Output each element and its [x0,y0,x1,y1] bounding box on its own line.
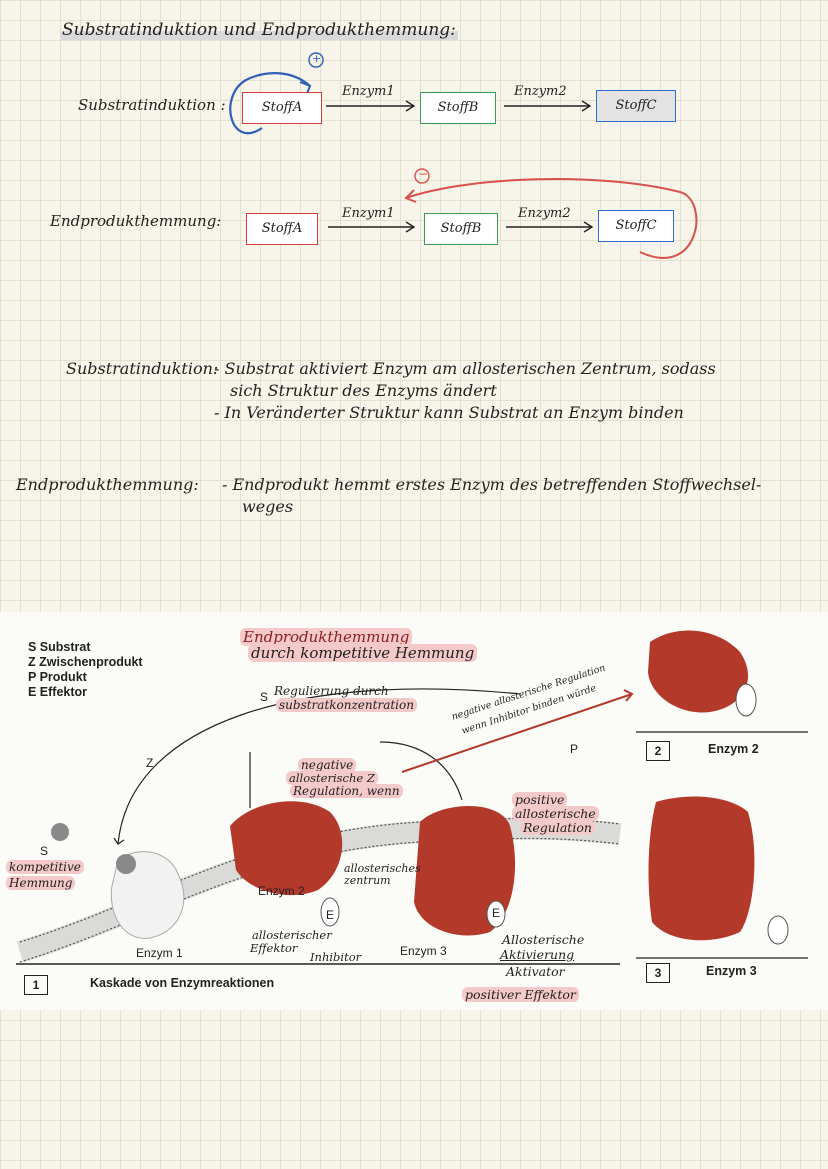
minus-circle [414,168,430,184]
note-eh-label: Endprodukthemmung: [16,475,199,494]
ann-pos3: Regulation [520,820,595,835]
ann-end1: Endprodukthemmung [240,628,413,646]
panel2-number: 2 [646,740,670,761]
figure-caption: Kaskade von Enzymreaktionen [90,976,275,990]
note-si-label: Substratinduktion: [66,359,219,378]
page-title: Substratinduktion und Endprodukthemmung: [60,20,458,40]
ann-inhibitor: Inhibitor [310,950,362,964]
membrane-bottom [19,837,621,963]
minus-sign: − [418,167,429,181]
page-title-text: Substratinduktion und Endprodukthemmung: [60,20,458,40]
plus-sign: + [312,52,322,65]
flow2-label: Endprodukthemmung: [50,212,222,230]
ann-allo-zentrum1: allosterisches [344,862,421,875]
note-si-line3: - In Veränderter Struktur kann Substrat … [214,403,684,422]
lbl-enzym3: Enzym 3 [400,944,447,958]
ann-akt1: Allosterische [502,932,585,947]
ann-end2: durch kompetitive Hemmung [248,644,478,662]
ann-komp1: kompetitive [6,860,84,874]
flow1-label: Substratinduktion : [78,96,226,114]
substrate-ball [51,823,69,841]
effector-side3 [767,915,789,945]
ann-pos1: positive [512,792,568,807]
ann-neg2: allosterische Z [286,771,378,785]
red-arrow [401,693,633,773]
flow-arrows [229,52,698,259]
side-enzym2: Enzym 2 [708,742,759,756]
flow1-stoff-a: StoffA [242,92,322,124]
flow1-stoff-c: StoffC [596,90,676,122]
ann-akt3: Aktivator [506,964,565,979]
enzyme2-shape [230,801,343,896]
feedback-arrow-long [117,688,521,845]
ann-allo-eff1: allosterischer [252,928,332,942]
ann-reg1: Regulierung durch [274,684,389,698]
flow2-stoff-c: StoffC [598,210,674,242]
legend-s: S Substrat [28,640,91,654]
lbl-enzym1: Enzym 1 [136,946,183,960]
legend-e: E Effektor [28,685,88,699]
flow2-enzym2: Enzym2 [518,206,571,221]
legend-z: Z Zwischenprodukt [28,655,143,669]
ann-neg3: Regulation, wenn [290,784,403,798]
ann-akt4: positiver Effektor [462,987,579,1002]
inhibitor-shape [320,897,340,927]
note-eh-line2: weges [242,497,294,516]
enzyme2-side-shape [648,630,749,713]
lbl-p: P [570,742,579,756]
flow2-stoff-a: StoffA [246,213,318,245]
ann-pos2: allosterische [512,806,599,821]
lbl-z1: Z [146,756,154,770]
panel1-number: 1 [24,974,48,995]
ann-allo-eff2: Effektor [250,941,298,955]
lbl-e-akt: E [492,906,501,920]
legend-p: P Produkt [28,670,87,684]
ann-neg1: negative [298,758,357,772]
panel3-number: 3 [646,962,670,983]
note-si-line1: - Substrat aktiviert Enzym am allosteris… [214,359,716,378]
lbl-e-inhib: E [326,908,335,922]
note-si-line2: sich Struktur des Enzyms ändert [230,381,497,400]
ann-allo-zentrum2: zentrum [344,874,391,887]
note-eh-line1: - Endprodukt hemmt erstes Enzym des betr… [222,475,762,494]
induction-loop [229,72,311,135]
flow2-enzym1: Enzym1 [342,206,395,221]
enzyme3-shape [414,806,516,936]
flow1-enzym2: Enzym2 [514,84,567,99]
flow1-enzym1: Enzym1 [342,84,395,99]
lbl-s1b: S [260,690,269,704]
side-enzym3: Enzym 3 [706,964,757,978]
ann-komp2: Hemmung [6,876,76,890]
flow2-stoff-b: StoffB [424,213,498,245]
inhibition-loop [405,178,698,259]
figure-illustration [16,630,808,965]
activator-shape [486,900,506,928]
flow1-stoff-b: StoffB [420,92,496,124]
plus-circle [308,52,324,68]
arrow-to-enzyme3 [379,741,463,801]
enzyme3-side-shape [648,796,755,941]
figure-legend: S Substrat Z Zwischenprodukt P Produkt E… [28,640,143,700]
effector-side2 [735,683,757,717]
ann-akt2: Aktivierung [500,947,575,962]
lbl-s1: S [40,844,49,858]
substrate-bound [116,854,136,874]
membrane-top [19,817,621,943]
lbl-enzym2: Enzym 2 [258,884,305,898]
ann-reg2: substratkonzentration [276,698,417,712]
